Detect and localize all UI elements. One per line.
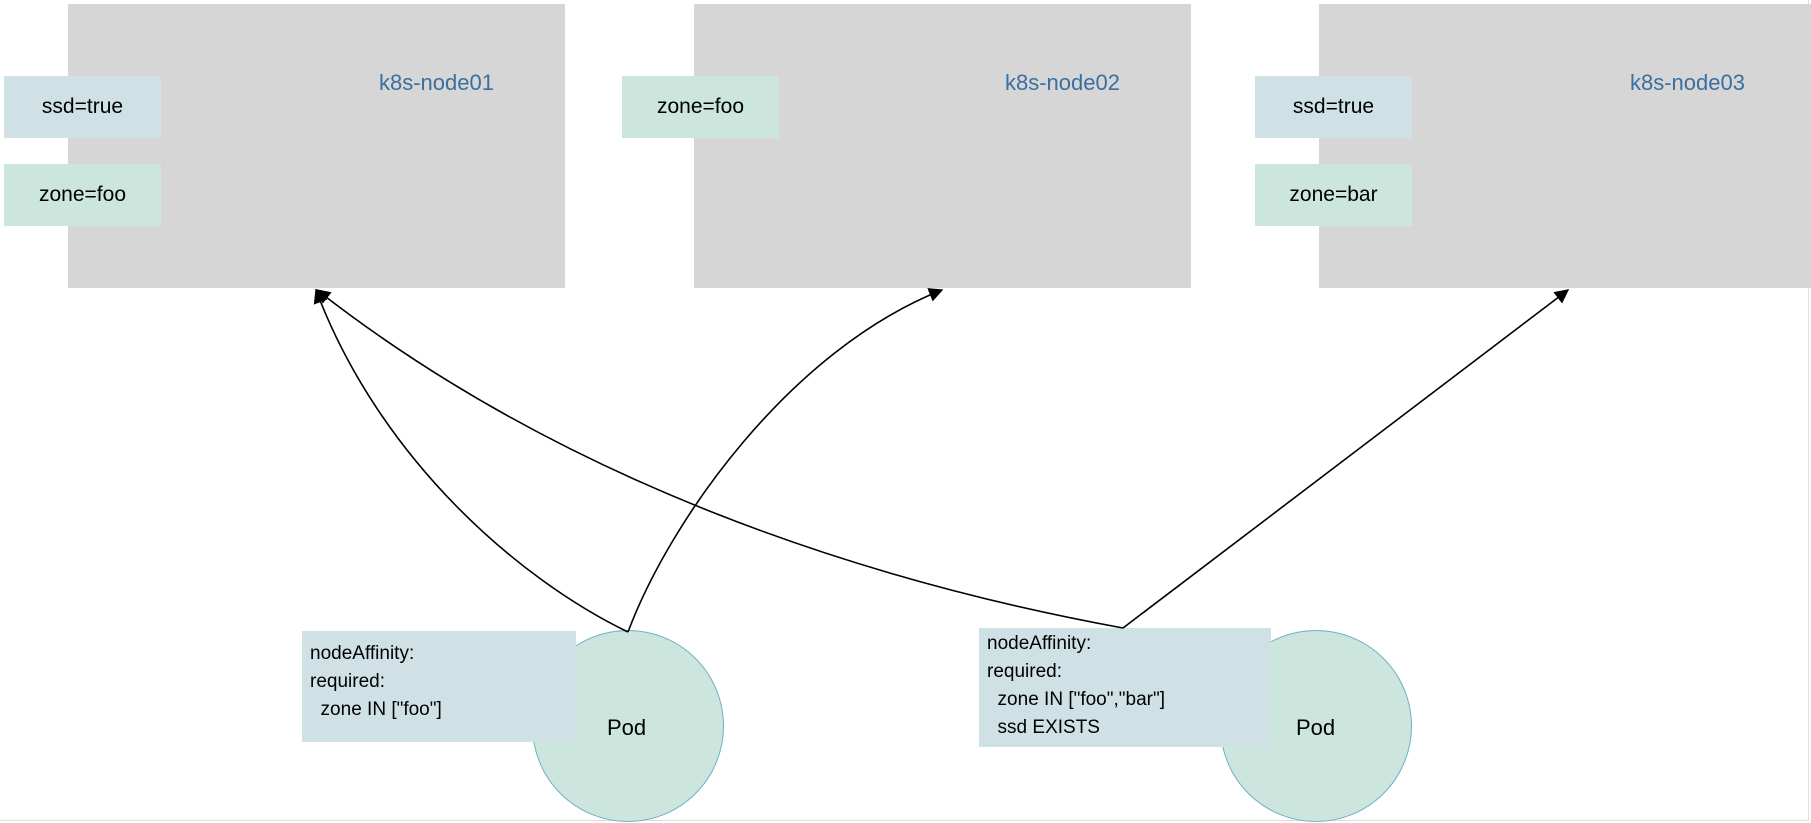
- node-title-k8s-node03: k8s-node03: [1630, 70, 1745, 95]
- pod-1-affinity-line: required:: [310, 671, 385, 692]
- pod-2-affinity-box: nodeAffinity: required: zone IN ["foo","…: [979, 628, 1271, 747]
- edge-pod2-node03: [1122, 289, 1570, 629]
- pod-2-affinity-line: zone IN ["foo","bar"]: [987, 689, 1166, 710]
- pod-2-affinity-line: required:: [987, 661, 1062, 682]
- node-k8s-node02: [694, 4, 1191, 288]
- node01-label-ssd: ssd=true: [4, 76, 161, 138]
- pod-1-affinity-box: nodeAffinity: required: zone IN ["foo"]: [302, 631, 576, 742]
- pod-1-affinity-line: zone IN ["foo"]: [310, 699, 442, 720]
- node02-label-zone: zone=foo: [622, 76, 779, 138]
- node-title-k8s-node02: k8s-node02: [1005, 70, 1120, 95]
- node03-label-zone: zone=bar: [1255, 164, 1412, 226]
- node01-label-zone: zone=foo: [4, 164, 161, 226]
- edge-pod1-node01: [313, 288, 629, 633]
- node-title-k8s-node01: k8s-node01: [379, 70, 494, 95]
- pod-2-affinity-line: nodeAffinity:: [987, 633, 1092, 654]
- node-k8s-node03: [1319, 4, 1811, 288]
- edge-pod1-node02: [627, 288, 944, 633]
- node03-label-ssd: ssd=true: [1255, 76, 1412, 138]
- pod-1-affinity-line: nodeAffinity:: [310, 643, 415, 664]
- edge-pod2-node01: [315, 289, 1124, 629]
- pod-2-affinity-line: ssd EXISTS: [987, 717, 1100, 738]
- pod-1-label: Pod: [607, 715, 647, 740]
- node-k8s-node01: [68, 4, 565, 288]
- pod-2-label: Pod: [1296, 715, 1336, 740]
